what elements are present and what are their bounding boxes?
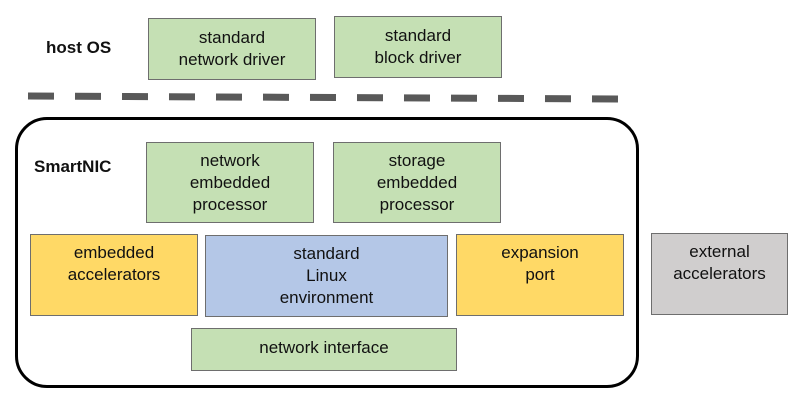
standard-linux-environment-label: standard Linux environment bbox=[279, 244, 374, 307]
embedded-accelerators-box: embedded accelerators bbox=[30, 234, 198, 316]
storage-embedded-processor-label: storage embedded processor bbox=[376, 150, 458, 214]
network-interface-box: network interface bbox=[191, 328, 457, 371]
network-interface-label: network interface bbox=[259, 338, 389, 357]
external-accelerators-label: external accelerators bbox=[673, 242, 766, 283]
smartnic-label: SmartNIC bbox=[34, 157, 112, 176]
storage-embedded-processor-box: storage embedded processor bbox=[333, 142, 501, 223]
standard-linux-environment-box: standard Linux environment bbox=[205, 235, 448, 317]
network-embedded-processor-label: network embedded processor bbox=[189, 150, 271, 214]
expansion-port-box: expansion port bbox=[456, 234, 624, 316]
embedded-accelerators-label: embedded accelerators bbox=[67, 243, 161, 284]
expansion-port-label: expansion port bbox=[501, 243, 579, 284]
standard-network-driver-box: standard network driver bbox=[148, 18, 316, 80]
standard-block-driver-label: standard block driver bbox=[374, 26, 462, 67]
dashed-divider-line bbox=[27, 92, 625, 103]
external-accelerators-box: external accelerators bbox=[651, 233, 788, 315]
smartnic-frame bbox=[15, 117, 639, 388]
standard-network-driver-label: standard network driver bbox=[178, 28, 286, 69]
host-os-label: host OS bbox=[46, 38, 112, 57]
network-embedded-processor-box: network embedded processor bbox=[146, 142, 314, 223]
standard-block-driver-box: standard block driver bbox=[334, 16, 502, 78]
